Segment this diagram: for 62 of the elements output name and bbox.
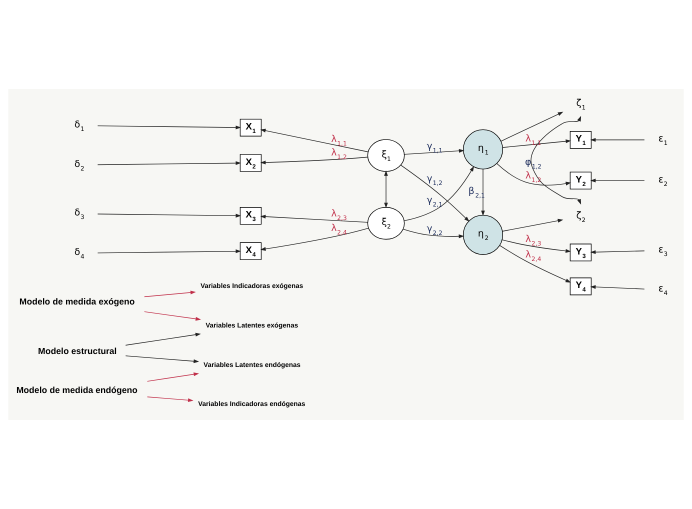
- node-text: δ$_{3}$: [74, 208, 84, 222]
- edge-label: λ$_{1,2}$: [525, 170, 542, 184]
- arrow: [97, 214, 242, 218]
- arrow: [481, 168, 485, 216]
- arrow: [402, 228, 464, 238]
- arrow: [502, 218, 564, 232]
- arrow: [146, 396, 194, 402]
- node-text: δ$_{1}$: [74, 119, 84, 133]
- arrow: [590, 250, 645, 254]
- edge-label: γ$_{2,1}$: [426, 195, 443, 209]
- arrow: [144, 311, 202, 321]
- arrow: [146, 372, 200, 382]
- edge-label: φ$_{1,2}$: [525, 156, 542, 170]
- node-text: ε$_{2}$: [658, 174, 668, 188]
- arrow: [496, 163, 572, 186]
- arrow: [97, 249, 242, 254]
- arrow: [384, 170, 388, 208]
- node-box: Y$_{3}$: [570, 244, 592, 262]
- node-text: ε$_{4}$: [658, 284, 668, 298]
- arrow: [125, 356, 200, 364]
- arrow: [144, 290, 196, 298]
- arrow: [530, 116, 582, 205]
- node-text: Modelo estructural: [38, 346, 117, 356]
- node-text: δ$_{2}$: [74, 158, 84, 172]
- arrow: [499, 245, 572, 283]
- arrow: [590, 178, 645, 182]
- edge-label: λ$_{2,4}$: [331, 222, 347, 236]
- arrow: [590, 285, 645, 290]
- arrow: [260, 228, 369, 251]
- node-ellipse: ξ$_{1}$: [367, 139, 405, 172]
- node-text: ζ$_{1}$: [576, 98, 586, 112]
- arrow: [500, 112, 564, 142]
- edge-label: λ$_{2,3}$: [331, 208, 347, 222]
- arrow: [260, 128, 368, 152]
- arrow: [97, 126, 242, 130]
- node-ellipse: ξ$_{2}$: [367, 207, 405, 240]
- node-box: Y$_{2}$: [570, 172, 592, 190]
- node-text: ε$_{3}$: [658, 244, 668, 258]
- arrow: [97, 161, 242, 166]
- edge-label: λ$_{2,4}$: [525, 249, 542, 263]
- arrow: [502, 139, 572, 148]
- node-box: X$_{1}$: [240, 118, 262, 136]
- arrow: [260, 156, 368, 164]
- node-box: Y$_{4}$: [570, 278, 592, 296]
- arrow: [502, 239, 572, 253]
- edge-label: γ$_{2,2}$: [426, 224, 443, 238]
- node-box: X$_{3}$: [240, 207, 262, 225]
- arrow: [125, 332, 201, 346]
- edge-label: γ$_{1,2}$: [426, 173, 443, 187]
- node-text: ε$_{1}$: [658, 134, 668, 148]
- node-box: Y$_{1}$: [570, 131, 592, 149]
- node-circle: η$_{1}$: [463, 129, 504, 170]
- arrow: [590, 138, 645, 142]
- edge-label: λ$_{1,1}$: [331, 134, 347, 148]
- arrow: [260, 214, 368, 223]
- node-box: X$_{4}$: [240, 242, 262, 260]
- node-box: X$_{2}$: [240, 154, 262, 172]
- node-text: Modelo de medida exógeno: [19, 296, 135, 306]
- node-text: ζ$_{2}$: [576, 210, 586, 224]
- edge-label: λ$_{2,3}$: [525, 234, 542, 248]
- node-text: δ$_{4}$: [74, 246, 84, 260]
- node-text: Modelo de medida endógeno: [16, 385, 138, 396]
